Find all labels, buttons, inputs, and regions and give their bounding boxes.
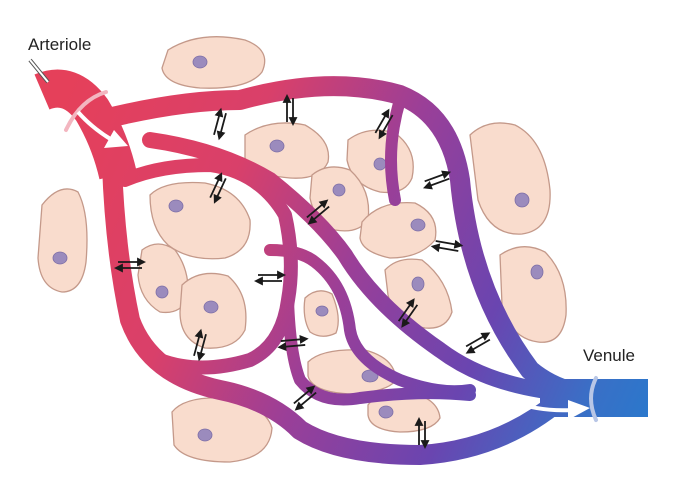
capillary-network: [34, 69, 648, 465]
tissue-cell: [359, 201, 437, 259]
nucleus: [410, 218, 426, 232]
nucleus: [197, 428, 213, 442]
nucleus: [514, 192, 530, 208]
nucleus: [378, 405, 394, 419]
exchange-arrow-pair: [397, 298, 419, 328]
sphincter-bands: [64, 90, 598, 422]
exchange-arrow-pair: [422, 170, 452, 190]
capillary-right-branch: [385, 94, 406, 206]
nucleus: [361, 369, 379, 383]
exchange-arrow-pair: [306, 199, 330, 225]
exchange-arrow-pair: [253, 270, 287, 286]
arteriole-pointer: [28, 58, 50, 84]
exchange-arrow-pair: [277, 334, 309, 352]
nucleus: [411, 276, 425, 292]
arteriole-flow-arrowhead: [104, 130, 128, 148]
nucleus: [373, 157, 387, 171]
capillary-upper-branch: [142, 132, 548, 398]
nucleus: [203, 300, 219, 314]
nucleus: [530, 264, 544, 280]
capillary-lower-loop: [282, 294, 476, 406]
venule-sphincter: [589, 376, 598, 422]
exchange-arrow-pair: [282, 93, 298, 127]
capillary-top-arc: [90, 76, 610, 405]
flow-arrows: [76, 110, 590, 420]
capillary-left-arc: [102, 155, 570, 465]
tissue-cell: [469, 122, 551, 235]
exchange-arrow-pair: [193, 328, 207, 362]
tissue-cell: [499, 246, 567, 343]
tissue-cell: [171, 397, 273, 463]
venule-flow-arrowhead: [568, 400, 590, 420]
arteriole-flow-arrow: [76, 110, 114, 142]
nucleus: [168, 199, 184, 213]
exchange-arrow-pair: [209, 172, 227, 204]
nucleus: [52, 251, 68, 265]
exchange-arrow-pair: [113, 257, 147, 273]
cell-nuclei: [52, 55, 544, 442]
exchange-arrow-pair: [293, 385, 317, 411]
exchange-arrows: [113, 93, 491, 450]
exchange-arrow-pair: [414, 416, 430, 450]
nucleus: [315, 305, 329, 317]
nucleus: [192, 55, 208, 69]
venule-label: Venule: [583, 346, 635, 365]
exchange-arrow-pair: [430, 239, 464, 253]
exchange-arrow-pair: [374, 108, 394, 140]
nucleus: [269, 139, 285, 153]
exchange-arrow-pair: [213, 107, 227, 141]
exchange-arrow-pair: [465, 332, 491, 354]
tissue-cell: [161, 36, 266, 89]
nucleus: [332, 183, 346, 197]
venule-flow-arrow: [505, 398, 573, 413]
nucleus: [155, 285, 169, 299]
arteriole-label: Arteriole: [28, 35, 92, 54]
arteriole-sphincter: [64, 90, 108, 132]
tissue-cell: [37, 188, 88, 293]
